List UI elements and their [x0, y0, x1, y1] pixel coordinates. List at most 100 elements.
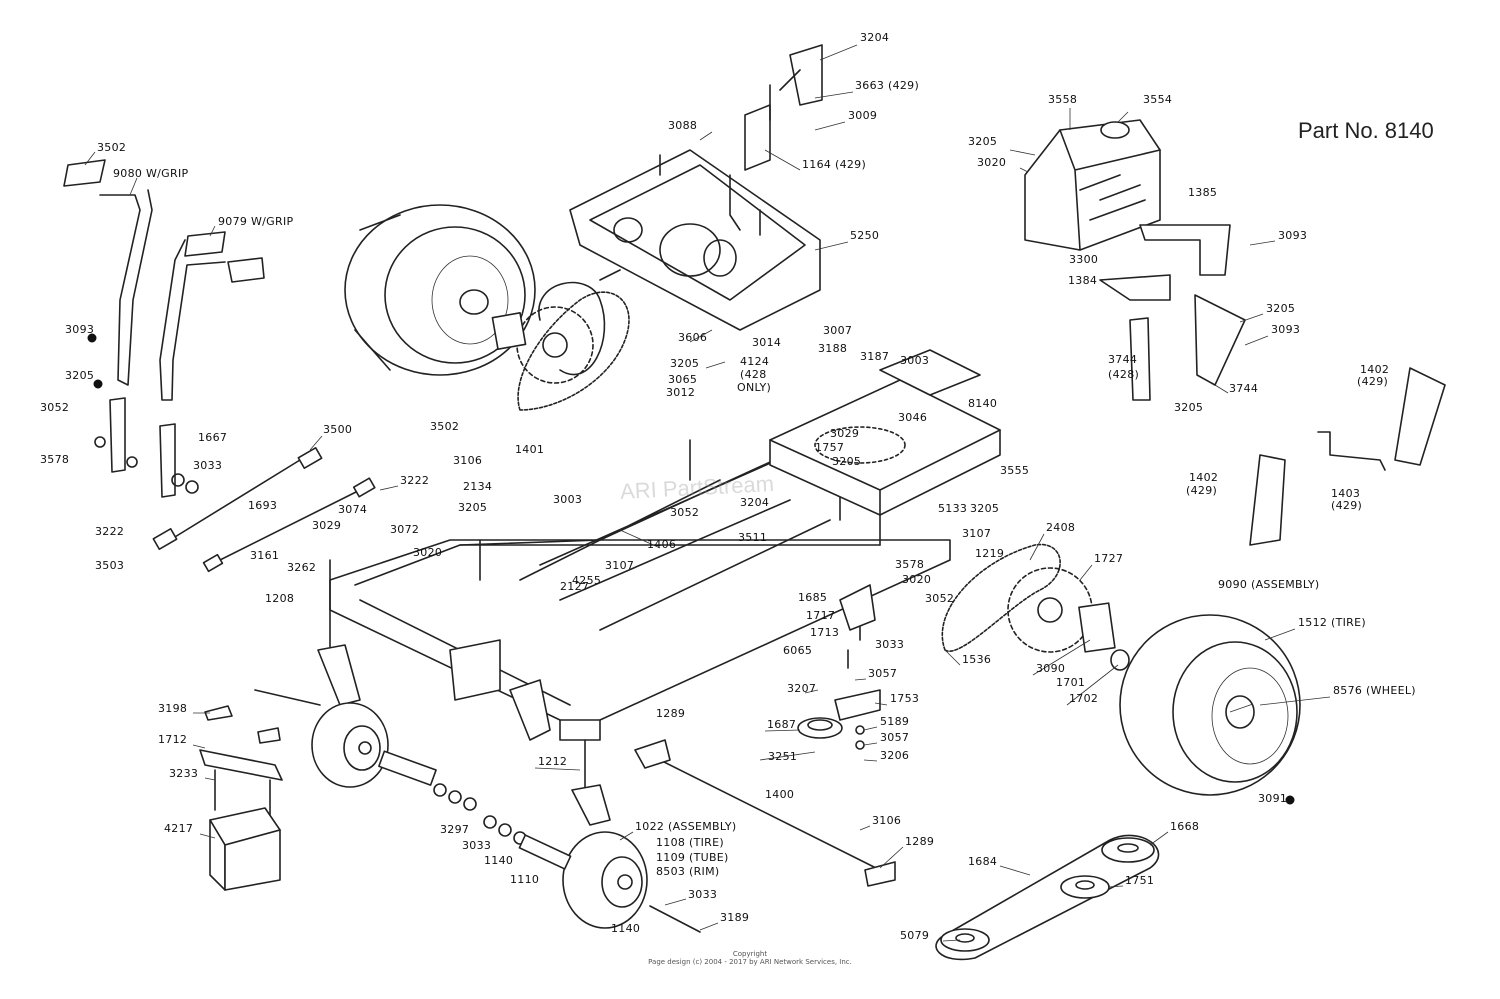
- part-callout-label[interactable]: 1713: [810, 626, 840, 639]
- part-callout-label[interactable]: 3029: [830, 427, 860, 440]
- part-callout-label[interactable]: 1164 (429): [802, 158, 867, 171]
- part-callout-label[interactable]: 1668: [1170, 820, 1200, 833]
- part-callout-label[interactable]: 1402: [1360, 363, 1390, 376]
- part-callout-label[interactable]: 1140: [611, 922, 641, 935]
- part-callout-label[interactable]: 5250: [850, 229, 880, 242]
- part-callout-label[interactable]: 3107: [962, 527, 992, 540]
- part-callout-label[interactable]: 1512 (TIRE): [1298, 616, 1366, 629]
- part-callout-label[interactable]: (429): [1357, 375, 1389, 388]
- part-callout-label[interactable]: 1289: [656, 707, 686, 720]
- part-callout-label[interactable]: (428: [740, 368, 767, 381]
- part-callout-label[interactable]: 3207: [787, 682, 817, 695]
- part-callout-label[interactable]: 1753: [890, 692, 920, 705]
- part-callout-label[interactable]: 3033: [688, 888, 718, 901]
- part-callout-label[interactable]: 4255: [572, 574, 602, 587]
- part-callout-label[interactable]: 3007: [823, 324, 853, 337]
- part-callout-label[interactable]: 3052: [925, 592, 955, 605]
- part-callout-label[interactable]: 1402: [1189, 471, 1219, 484]
- part-callout-label[interactable]: 3744: [1229, 382, 1259, 395]
- part-callout-label[interactable]: 1108 (TIRE): [656, 836, 724, 849]
- part-callout-label[interactable]: 3578: [895, 558, 925, 571]
- part-callout-label[interactable]: 3503: [95, 559, 125, 572]
- part-callout-label[interactable]: 3205: [970, 502, 1000, 515]
- part-callout-label[interactable]: 3205: [968, 135, 998, 148]
- part-callout-label[interactable]: 3093: [1278, 229, 1308, 242]
- part-callout-label[interactable]: 1208: [265, 592, 295, 605]
- part-callout-label[interactable]: ONLY): [737, 381, 772, 394]
- part-callout-label[interactable]: 3502: [97, 141, 127, 154]
- part-callout-label[interactable]: 3003: [553, 493, 583, 506]
- part-callout-label[interactable]: 3198: [158, 702, 188, 715]
- part-callout-label[interactable]: 1140: [484, 854, 514, 867]
- part-callout-label[interactable]: 3072: [390, 523, 420, 536]
- part-callout-label[interactable]: 3188: [818, 342, 848, 355]
- part-callout-label[interactable]: 3205: [65, 369, 95, 382]
- part-callout-label[interactable]: 3014: [752, 336, 782, 349]
- part-callout-label[interactable]: 3500: [323, 423, 353, 436]
- part-callout-label[interactable]: (429): [1186, 484, 1218, 497]
- part-callout-label[interactable]: 8576 (WHEEL): [1333, 684, 1416, 697]
- part-callout-label[interactable]: 1400: [765, 788, 795, 801]
- part-callout-label[interactable]: 1757: [815, 441, 845, 454]
- part-callout-label[interactable]: 1212: [538, 755, 568, 768]
- part-callout-label[interactable]: 2408: [1046, 521, 1076, 534]
- part-callout-label[interactable]: 3106: [872, 814, 902, 827]
- part-callout-label[interactable]: 1219: [975, 547, 1005, 560]
- part-callout-label[interactable]: 3744: [1108, 353, 1138, 366]
- part-callout-label[interactable]: 1289: [905, 835, 935, 848]
- part-callout-label[interactable]: 5079: [900, 929, 930, 942]
- part-callout-label[interactable]: 3204: [740, 496, 770, 509]
- part-callout-label[interactable]: 1401: [515, 443, 545, 456]
- part-callout-label[interactable]: 3189: [720, 911, 750, 924]
- part-callout-label[interactable]: 3222: [400, 474, 430, 487]
- part-callout-label[interactable]: 3502: [430, 420, 460, 433]
- part-callout-label[interactable]: 3511: [738, 531, 768, 544]
- part-callout-label[interactable]: 1712: [158, 733, 188, 746]
- part-callout-label[interactable]: 3091: [1258, 792, 1288, 805]
- part-callout-label[interactable]: 3205: [670, 357, 700, 370]
- part-callout-label[interactable]: 3074: [338, 503, 368, 516]
- part-callout-label[interactable]: 1693: [248, 499, 278, 512]
- part-callout-label[interactable]: 3033: [462, 839, 492, 852]
- part-callout-label[interactable]: 4124: [740, 355, 770, 368]
- part-callout-label[interactable]: 3012: [666, 386, 696, 399]
- part-callout-label[interactable]: 3106: [453, 454, 483, 467]
- part-callout-label[interactable]: 5189: [880, 715, 910, 728]
- part-callout-label[interactable]: (429): [1331, 499, 1363, 512]
- part-callout-label[interactable]: 8503 (RIM): [656, 865, 720, 878]
- part-callout-label[interactable]: 1110: [510, 873, 540, 886]
- part-callout-label[interactable]: 3558: [1048, 93, 1078, 106]
- part-callout-label[interactable]: 1384: [1068, 274, 1098, 287]
- part-callout-label[interactable]: 3033: [875, 638, 905, 651]
- part-callout-label[interactable]: 1685: [798, 591, 828, 604]
- part-callout-label[interactable]: 4217: [164, 822, 194, 835]
- part-callout-label[interactable]: 3052: [40, 401, 70, 414]
- part-callout-label[interactable]: 3187: [860, 350, 890, 363]
- part-callout-label[interactable]: 1385: [1188, 186, 1218, 199]
- part-callout-label[interactable]: 1684: [968, 855, 998, 868]
- part-callout-label[interactable]: 3204: [860, 31, 890, 44]
- part-callout-label[interactable]: 8140: [968, 397, 998, 410]
- part-callout-label[interactable]: 3093: [1271, 323, 1301, 336]
- part-callout-label[interactable]: 3205: [1174, 401, 1204, 414]
- part-callout-label[interactable]: 3606: [678, 331, 708, 344]
- part-callout-label[interactable]: 3205: [1266, 302, 1296, 315]
- part-callout-label[interactable]: 3206: [880, 749, 910, 762]
- part-callout-label[interactable]: 3009: [848, 109, 878, 122]
- part-callout-label[interactable]: 1022 (ASSEMBLY): [635, 820, 737, 833]
- part-callout-label[interactable]: 9079 W/GRIP: [218, 215, 294, 228]
- part-callout-label[interactable]: 9090 (ASSEMBLY): [1218, 578, 1320, 591]
- part-callout-label[interactable]: 3020: [413, 546, 443, 559]
- part-callout-label[interactable]: 3262: [287, 561, 317, 574]
- part-callout-label[interactable]: 3020: [902, 573, 932, 586]
- part-callout-label[interactable]: 2134: [463, 480, 493, 493]
- part-callout-label[interactable]: 3251: [768, 750, 798, 763]
- part-callout-label[interactable]: 2127: [560, 580, 590, 593]
- part-callout-label[interactable]: 1751: [1125, 874, 1155, 887]
- part-callout-label[interactable]: 3033: [193, 459, 223, 472]
- part-callout-label[interactable]: 1109 (TUBE): [656, 851, 729, 864]
- part-callout-label[interactable]: 1701: [1056, 676, 1086, 689]
- part-callout-label[interactable]: 3300: [1069, 253, 1099, 266]
- part-callout-label[interactable]: 3020: [977, 156, 1007, 169]
- part-callout-label[interactable]: 3057: [880, 731, 910, 744]
